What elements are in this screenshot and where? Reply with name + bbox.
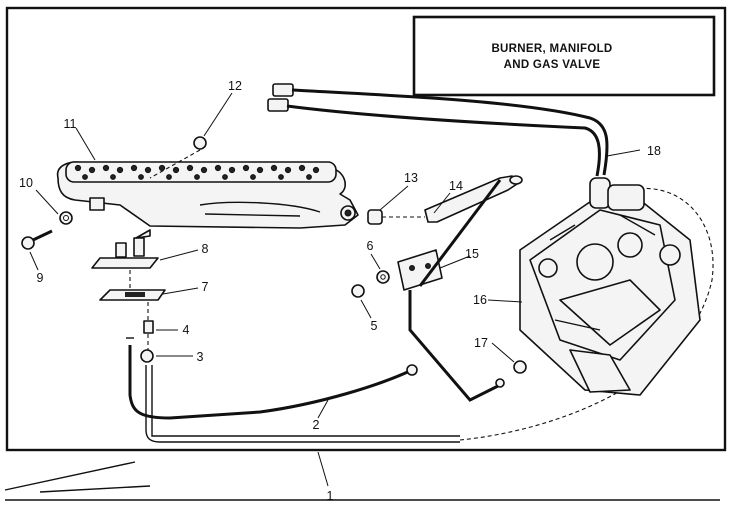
callout-6: 6 [367, 239, 374, 253]
washer-6 [376, 270, 390, 284]
leader-14 [433, 192, 451, 214]
leader-9 [29, 251, 39, 271]
screw-9 [21, 229, 53, 250]
title-line-2: AND GAS VALVE [504, 59, 601, 71]
thermocouple-1 [145, 365, 460, 443]
leader-7 [162, 287, 199, 295]
leader-10 [35, 189, 59, 215]
callout-7: 7 [202, 280, 209, 294]
callout-10: 10 [19, 176, 33, 190]
leader-1 [317, 451, 329, 487]
burner-11 [56, 161, 359, 229]
diagram-frame [5, 6, 727, 452]
pilot-tube-2 [128, 345, 413, 420]
clip-10 [59, 211, 73, 225]
callout-12: 12 [228, 79, 242, 93]
bottom-edge-sketch [4, 461, 720, 501]
gas-valve-16 [519, 177, 701, 396]
leader-13 [379, 185, 409, 211]
thermocouple-1-inner [151, 365, 460, 437]
leader-18 [606, 149, 641, 157]
callout-8: 8 [202, 242, 209, 256]
leader-2 [317, 399, 329, 419]
callout-15: 15 [465, 247, 479, 261]
leader-12 [203, 92, 233, 137]
thermocouple-dash [459, 188, 714, 441]
callout-14: 14 [449, 179, 463, 193]
leader-16 [487, 299, 523, 303]
pilot-tube-fitting [406, 364, 418, 376]
leader-17 [491, 342, 515, 363]
leader-6 [370, 253, 381, 270]
title-line-1: BURNER, MANIFOLD [491, 43, 612, 55]
leader-8 [159, 249, 199, 261]
orifice-13 [367, 209, 425, 225]
title-box [412, 15, 716, 97]
callout-16: 16 [473, 293, 487, 307]
callout-13: 13 [404, 171, 418, 185]
nut-12 [193, 136, 207, 150]
gasket-7 [99, 289, 166, 301]
callout-2: 2 [313, 418, 320, 432]
wire-leads-18 [267, 83, 609, 177]
bracket-15 [397, 179, 502, 402]
callout-4: 4 [183, 323, 190, 337]
dash-12-to-burner [149, 149, 201, 179]
nut-3 [140, 349, 154, 363]
nut-5 [351, 284, 365, 298]
leader-15 [439, 255, 471, 269]
leader-11 [75, 127, 96, 161]
manifold-14 [424, 175, 523, 223]
callout-1: 1 [327, 489, 334, 503]
callout-3: 3 [197, 350, 204, 364]
callout-11: 11 [64, 117, 77, 131]
pilot-bracket-8 [91, 229, 159, 269]
stud-4 [143, 302, 154, 334]
fitting-pilot-end [495, 378, 505, 388]
fitting-17 [513, 360, 527, 374]
leader-5 [360, 299, 372, 319]
callout-18: 18 [647, 144, 661, 158]
callout-17: 17 [474, 336, 488, 350]
callout-5: 5 [371, 319, 378, 333]
callout-9: 9 [37, 271, 44, 285]
